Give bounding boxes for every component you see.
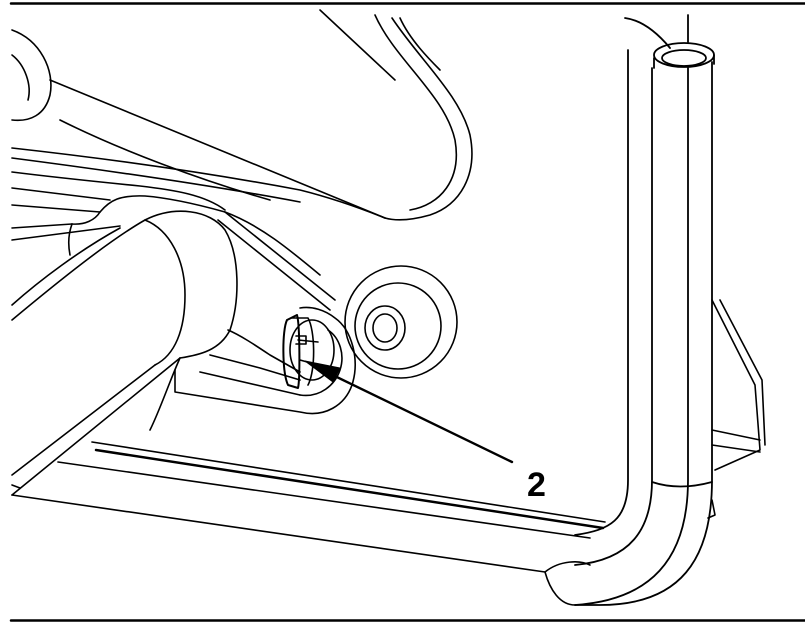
cylindrical-body (11, 210, 238, 496)
lower-plate (11, 441, 606, 606)
callout-leader-line (310, 363, 514, 464)
mounting-ledge (11, 171, 336, 311)
tubular-bracket (574, 14, 715, 606)
side-flange (707, 299, 766, 519)
round-boss (344, 265, 458, 379)
callout-label: 2 (527, 466, 546, 504)
latch-boss (174, 306, 356, 415)
callout-arrowhead (304, 360, 341, 383)
upper-housing (11, 9, 473, 221)
